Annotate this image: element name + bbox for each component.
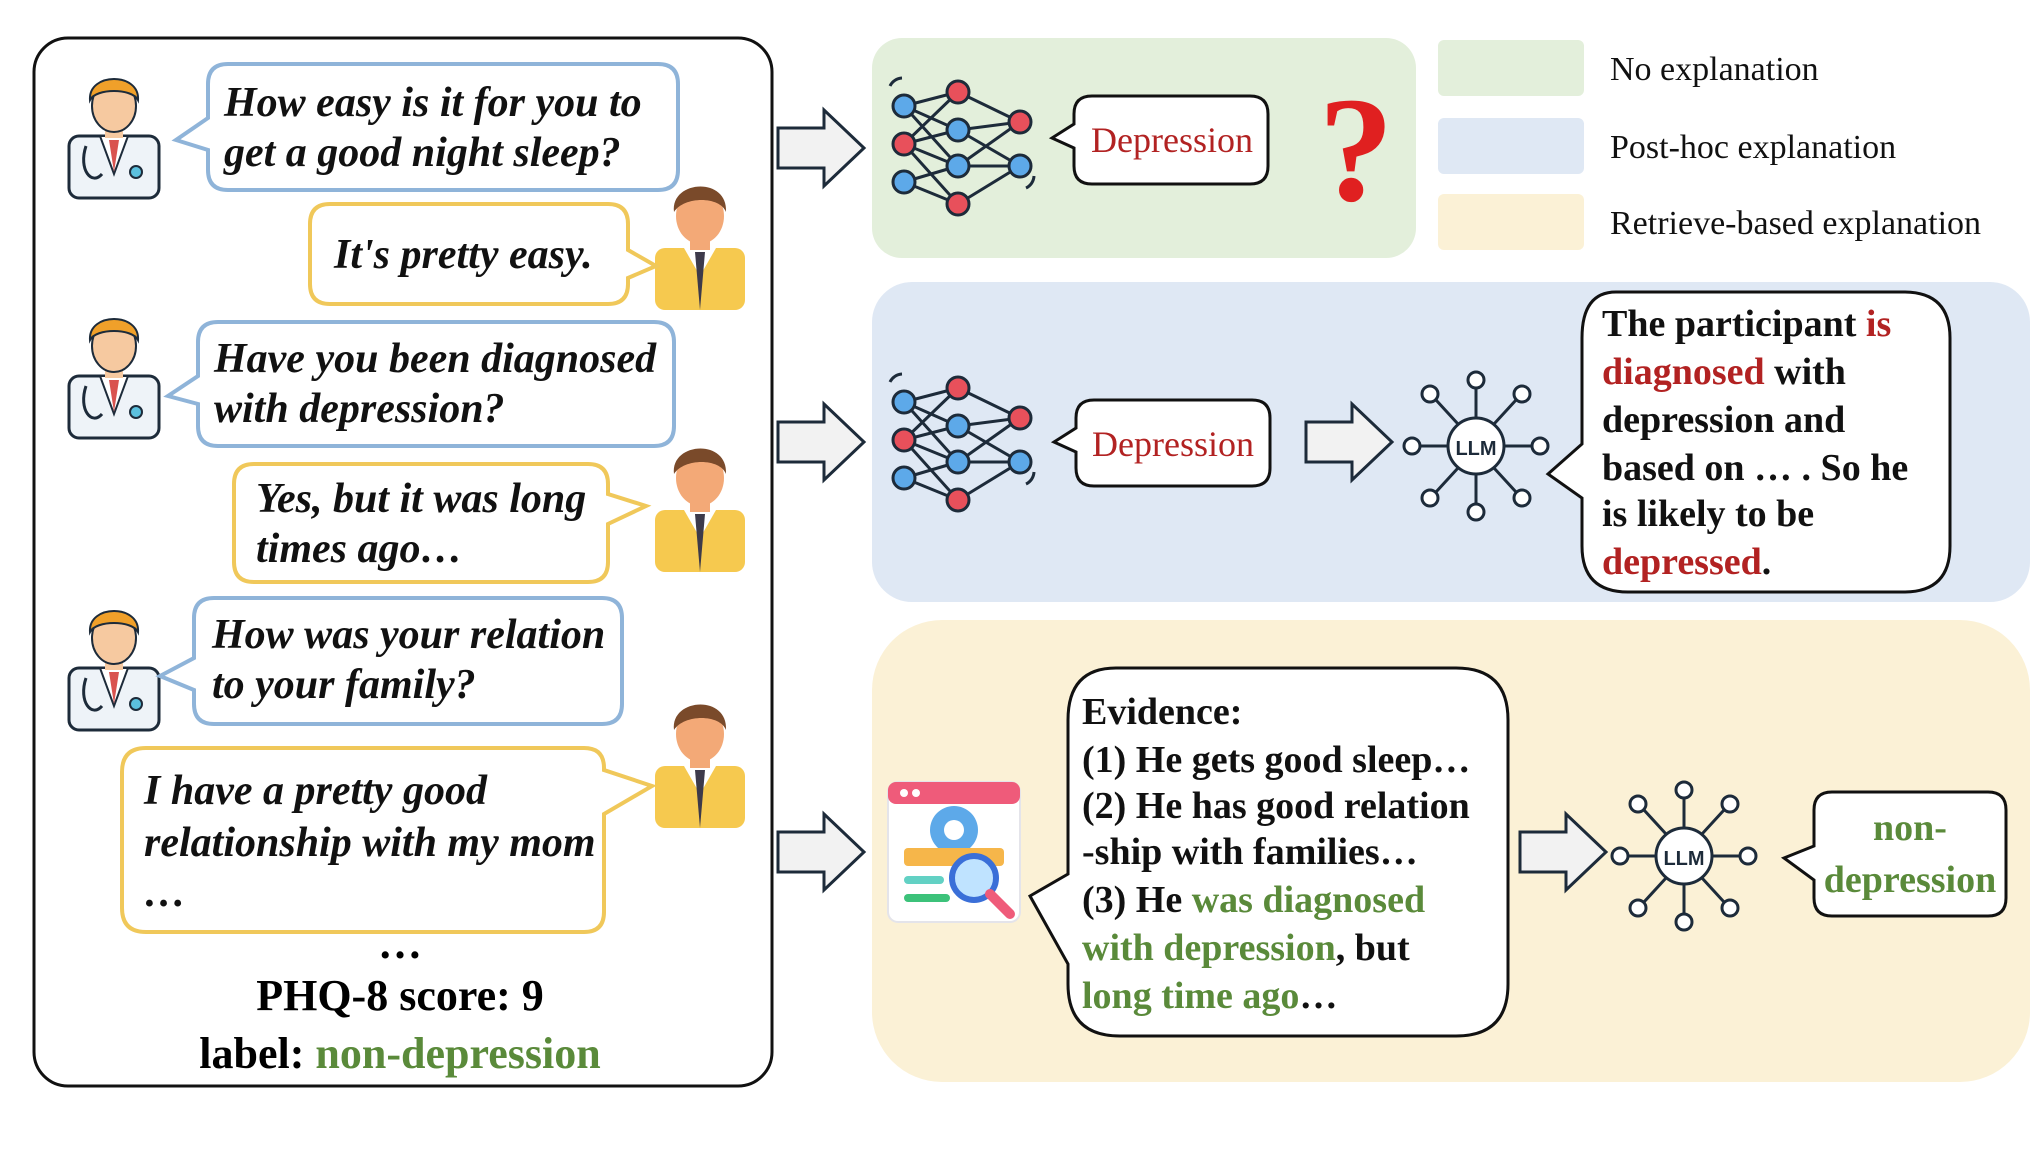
conversation-ellipsis: … (378, 919, 422, 968)
arrow-to-retrieve-icon (776, 812, 866, 892)
answer-3-line-3: … (144, 870, 186, 916)
question-3-line-1: How was your relation (211, 612, 605, 658)
explanation-line-1: The participant is (1602, 303, 1891, 345)
label-prefix: label: (199, 1029, 315, 1078)
question-1-line-2: get a good night sleep? (223, 130, 621, 176)
evidence-item-3-line-2: with depression, but (1082, 927, 1410, 969)
legend-swatch-posthoc (1438, 118, 1584, 174)
doctor-bubble (171, 62, 680, 192)
prediction-bubble (1048, 94, 1270, 186)
answer-2-line-2: times ago… (256, 526, 463, 572)
explanation-highlight: depressed (1602, 541, 1762, 583)
evidence-highlight: was diagnosed (1192, 879, 1425, 921)
legend-swatch-retrieve (1438, 194, 1584, 250)
evidence-item-1: (1) He gets good sleep… (1082, 739, 1470, 781)
doctor-bubble (155, 596, 624, 726)
prediction-text: Depression (1091, 120, 1253, 160)
explanation-highlight: is (1866, 303, 1891, 345)
explanation-line-4: based on … . So he (1602, 447, 1908, 489)
evidence-highlight: with depression (1082, 927, 1336, 969)
evidence-item-3-line-3: long time ago… (1082, 975, 1337, 1017)
explanation-line-2: diagnosed with (1602, 351, 1846, 393)
label-value: non-depression (315, 1029, 600, 1078)
retrieval-icon (887, 781, 1021, 923)
evidence-item-2-line-1: (2) He has good relation (1082, 785, 1470, 827)
participant-bubble (232, 462, 652, 584)
prediction-bubble (1050, 398, 1272, 488)
final-prediction-bubble (1780, 790, 2008, 918)
question-3-line-2: to your family? (212, 662, 476, 708)
arrow-to-posthoc-icon (776, 402, 866, 482)
explanation-line-3: depression and (1602, 399, 1845, 441)
question-2-line-2: with depression? (214, 386, 505, 432)
explanation-text: with (1765, 351, 1846, 393)
evidence-text: , but (1336, 927, 1410, 969)
final-prediction-line-1: non- (1873, 807, 1947, 849)
phq8-score: PHQ-8 score: 9 (256, 971, 544, 1020)
question-2-line-1: Have you been diagnosed (213, 336, 657, 382)
legend-label-posthoc: Post-hoc explanation (1610, 129, 1896, 166)
evidence-title: Evidence: (1082, 691, 1242, 733)
arrow-to-no-explanation-icon (776, 108, 866, 188)
explanation-text: The participant (1602, 303, 1866, 345)
evidence-text: (3) He (1082, 879, 1192, 921)
participant-bubble (308, 202, 661, 306)
answer-1-line-1: It's pretty easy. (333, 232, 593, 278)
explanation-highlight: diagnosed (1602, 351, 1765, 393)
question-mark-icon: ? (1319, 67, 1394, 233)
explanation-text: . (1762, 541, 1772, 583)
prediction-text: Depression (1092, 424, 1254, 464)
explanation-bubble (1545, 290, 1952, 594)
llm-label: LLM (1455, 438, 1496, 460)
legend-label-no-explanation: No explanation (1610, 51, 1819, 88)
participant-bubble (120, 746, 657, 934)
evidence-bubble (1027, 666, 1510, 1038)
answer-2-line-1: Yes, but it was long (256, 476, 586, 522)
question-1-line-1: How easy is it for you to (223, 80, 642, 126)
legend-swatch-no-explanation (1438, 40, 1584, 96)
evidence-highlight: long time ago (1082, 975, 1299, 1017)
final-prediction-line-2: depression (1824, 859, 1996, 901)
doctor-bubble (163, 320, 676, 448)
evidence-item-2-line-2: -ship with families… (1082, 831, 1418, 873)
ground-truth-label: label: non-depression (199, 1029, 600, 1078)
explanation-line-5: is likely to be (1602, 493, 1814, 535)
evidence-item-3-line-1: (3) He was diagnosed (1082, 879, 1425, 921)
llm-label: LLM (1663, 848, 1704, 870)
legend-label-retrieve: Retrieve-based explanation (1610, 205, 1981, 242)
answer-3-line-1: I have a pretty good (143, 768, 488, 814)
explanation-line-6: depressed. (1602, 541, 1771, 583)
answer-3-line-2: relationship with my mom (144, 820, 596, 866)
evidence-text: … (1299, 975, 1337, 1017)
